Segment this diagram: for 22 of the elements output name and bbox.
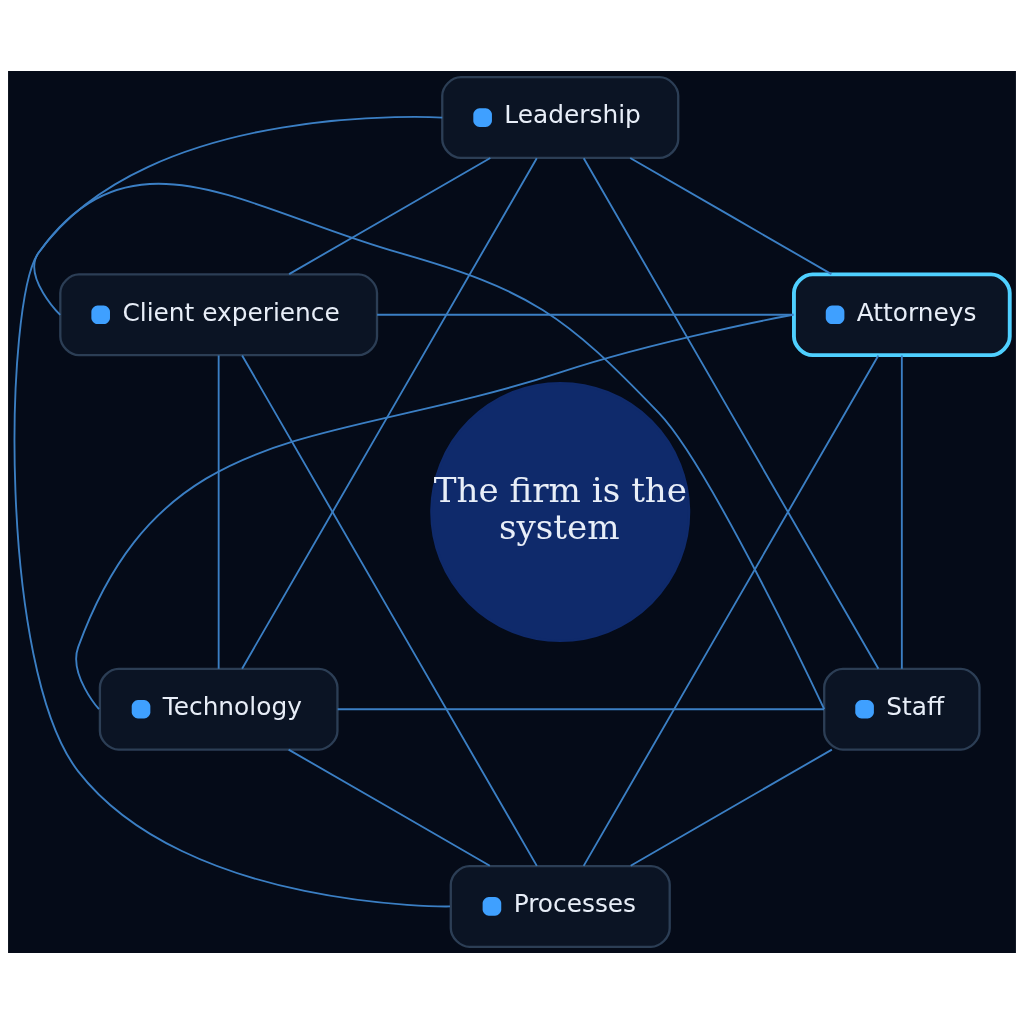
node-box: Attorneys <box>792 272 1012 358</box>
connector <box>336 708 825 711</box>
connector <box>629 157 833 276</box>
connector <box>582 354 880 867</box>
node-box: Staff <box>823 667 981 751</box>
node-box: Technology <box>98 667 339 751</box>
node-circle: The firm is the system <box>430 381 691 643</box>
connector <box>75 313 795 711</box>
node-box: Client experience <box>59 273 379 357</box>
connector <box>241 157 538 670</box>
node-box: Processes <box>449 864 671 948</box>
connector <box>582 157 880 670</box>
connector <box>287 748 491 867</box>
connector <box>900 354 903 670</box>
connector <box>13 116 451 908</box>
connector <box>376 313 795 316</box>
connector <box>241 354 538 867</box>
connector <box>629 748 833 867</box>
connector <box>217 354 220 670</box>
node-box: Leadership <box>441 76 680 160</box>
connector <box>33 183 826 711</box>
connector <box>288 157 492 276</box>
